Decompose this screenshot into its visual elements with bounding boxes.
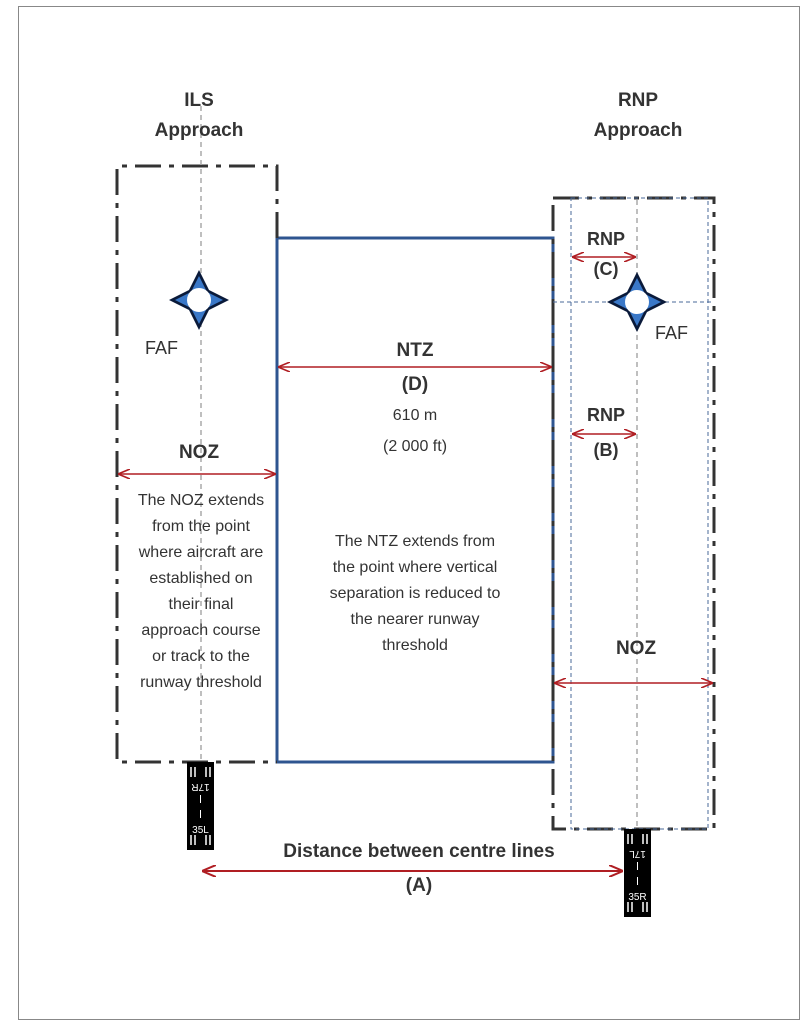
runway-left: 17R 35L	[187, 762, 214, 850]
ntz-distance-m: 610 m	[393, 407, 437, 424]
ntz-desc-line: separation is reduced to	[330, 585, 501, 602]
noz-description: The NOZ extends from the point where air…	[138, 492, 264, 691]
noz-desc-line: from the point	[152, 518, 250, 535]
rnp-noz-label: NOZ	[616, 638, 657, 659]
ntz-desc-line: the nearer runway	[351, 611, 480, 628]
rnp-faf-icon	[607, 272, 667, 332]
rnp-c-label-line1: RNP	[587, 229, 625, 249]
distance-label-line2: (A)	[406, 875, 432, 896]
runway-right: 17L 35R	[624, 829, 651, 917]
rnp-b-label-line2: (B)	[594, 440, 619, 460]
ntz-description: The NTZ extends from the point where ver…	[330, 533, 501, 654]
noz-desc-line: approach course	[141, 622, 260, 639]
noz-desc-line: where aircraft are	[138, 544, 264, 561]
ils-faf-label: FAF	[145, 338, 178, 358]
ntz-desc-line: the point where vertical	[333, 559, 498, 576]
ils-noz-zone	[115, 164, 279, 764]
rnp-noz-zone	[551, 196, 716, 831]
runway-17l-label: 17L	[629, 848, 646, 859]
ntz-label-line2: (D)	[402, 374, 428, 395]
rnp-b-label-line1: RNP	[587, 405, 625, 425]
ils-title-line1: ILS	[184, 90, 214, 111]
runway-35r-label: 35R	[628, 892, 646, 903]
rnp-title-line2: Approach	[594, 120, 683, 141]
ils-noz-label: NOZ	[179, 442, 220, 463]
ils-title-line2: Approach	[155, 120, 244, 141]
noz-desc-line: The NOZ extends	[138, 492, 264, 509]
runway-17r-label: 17R	[191, 781, 209, 792]
ntz-distance-ft: (2 000 ft)	[383, 438, 447, 455]
noz-desc-line: or track to the	[152, 648, 250, 665]
runway-35l-label: 35L	[192, 825, 209, 836]
noz-desc-line: established on	[149, 570, 252, 587]
noz-desc-line: their final	[169, 596, 234, 613]
ntz-desc-line: The NTZ extends from	[335, 533, 495, 550]
ntz-zone	[275, 236, 555, 764]
ntz-desc-line: threshold	[382, 637, 448, 654]
rnp-c-label-line2: (C)	[594, 259, 619, 279]
ntz-label-line1: NTZ	[397, 340, 434, 361]
diagram-frame	[18, 6, 800, 1020]
ils-faf-icon	[169, 270, 229, 330]
distance-label-line1: Distance between centre lines	[283, 841, 554, 862]
noz-desc-line: runway threshold	[140, 674, 262, 691]
rnp-title-line1: RNP	[618, 90, 658, 111]
rnp-faf-label: FAF	[655, 323, 688, 343]
